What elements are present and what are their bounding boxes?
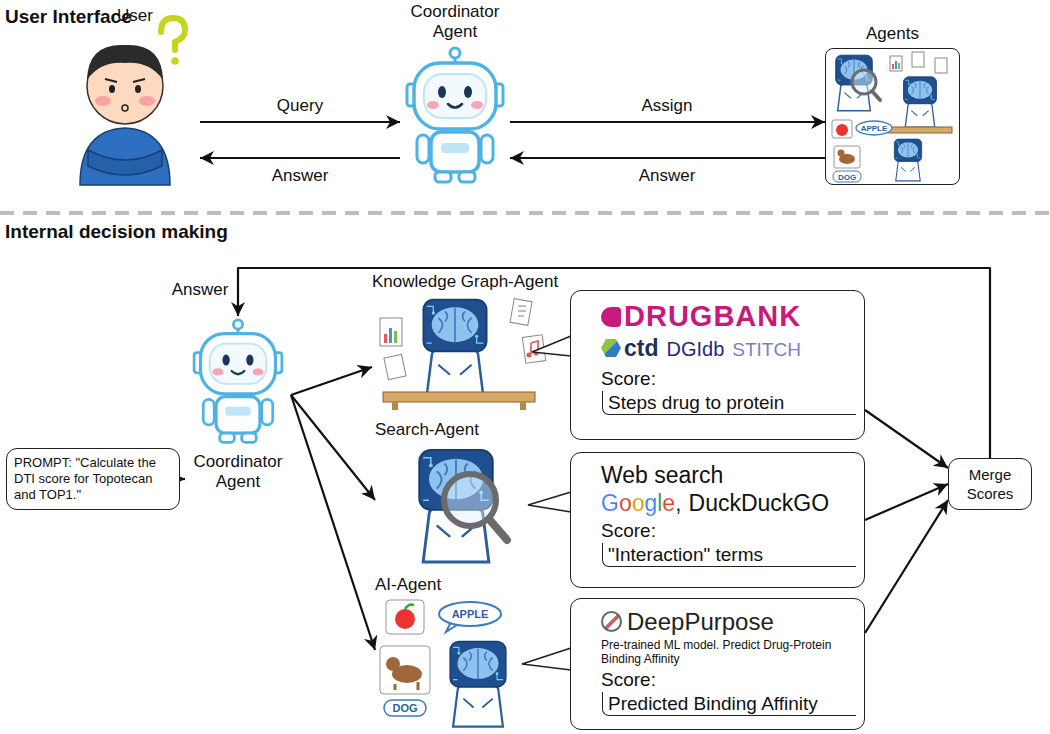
node-text: Steps drug to protein <box>602 391 856 415</box>
callout-tail <box>528 492 571 512</box>
agents-mini <box>832 52 952 182</box>
node-text: Knowledge Graph-Agent <box>372 272 562 292</box>
node-text: "Interaction" terms <box>602 543 856 567</box>
source-callout: DRUGBANKctd DGIdbSTITCHScore:Steps drug t… <box>570 290 865 440</box>
merge-box: Merge Scores <box>948 458 1032 510</box>
search-agent-figure <box>419 450 507 562</box>
edge-label: Query <box>275 96 325 116</box>
flow-arrow <box>200 121 400 123</box>
coordinator-agent: Coordinator Agent <box>400 2 510 188</box>
source-callout: DeepPurposePre-trained ML model. Predict… <box>570 598 865 730</box>
source-callout: Web searchGoogle,DuckDuckGOScore:"Intera… <box>570 452 865 588</box>
prompt-box: PROMPT: "Calculate the DTI score for Top… <box>6 448 180 510</box>
section-divider <box>0 211 1050 215</box>
flow-arrow <box>865 484 948 520</box>
node-text: Score: <box>601 668 856 692</box>
node-text: Web search <box>601 461 856 489</box>
callout-tail <box>522 648 571 670</box>
card-word: DOG <box>838 172 856 181</box>
flow-arrow <box>180 478 185 480</box>
edge-label: Assign <box>639 96 694 116</box>
node-text: Pre-trained ML model. Predict Drug-Prote… <box>601 638 856 666</box>
node-text: Google, <box>601 489 682 517</box>
node-text: AI-Agent <box>375 575 525 595</box>
edge-label: Answer <box>270 166 331 186</box>
node-text: Coordinator Agent <box>185 452 291 492</box>
user-figure <box>80 18 185 185</box>
flow-arrow <box>291 395 375 650</box>
node-text: DeepPurpose <box>601 607 856 637</box>
card-word: APPLE <box>452 608 489 620</box>
node-text: Merge Scores <box>953 465 1027 503</box>
flow-arrow <box>865 500 948 633</box>
ai-agent-figure <box>380 600 506 727</box>
flow-arrow <box>865 410 948 468</box>
node-text: Agents <box>826 24 959 44</box>
node-text: Coordinator Agent <box>400 2 510 42</box>
node-text: Predicted Binding Affinity <box>602 692 856 716</box>
robot-figure <box>194 320 282 443</box>
coordinator-agent: Coordinator Agent <box>185 316 291 492</box>
agent-figure: Search-Agent <box>375 420 525 568</box>
node-text: Search-Agent <box>375 420 525 440</box>
section-heading: Internal decision making <box>5 221 228 243</box>
edge-label: Answer <box>170 280 231 300</box>
node-text: STITCH <box>732 335 801 365</box>
node-text: Score: <box>601 519 856 543</box>
robot-figure <box>407 48 503 182</box>
node-text: PROMPT: "Calculate the DTI score for Top… <box>14 455 172 503</box>
flow-arrow <box>510 157 825 159</box>
agent-figure: Knowledge Graph-Agent <box>372 272 562 412</box>
agents-panel: Agents <box>825 48 960 185</box>
node-text: DGIdb <box>667 334 725 364</box>
kg-agent-figure <box>380 299 546 410</box>
callout-tail <box>532 336 571 356</box>
flow-arrow <box>291 395 375 500</box>
card-word: APPLE <box>861 124 888 133</box>
node-text: DuckDuckGO <box>689 489 830 517</box>
node-text: ctd <box>601 333 659 363</box>
flow-arrow <box>510 121 825 123</box>
flow-arrow <box>238 268 990 458</box>
user-figure: User <box>70 6 200 188</box>
node-text: DRUGBANK <box>601 299 856 333</box>
node-text: Score: <box>601 367 856 391</box>
flow-arrow <box>291 367 372 395</box>
edge-label: Answer <box>637 166 698 186</box>
section-heading: User Interface <box>5 6 132 28</box>
flow-arrow <box>200 157 400 159</box>
card-word: DOG <box>392 702 417 714</box>
